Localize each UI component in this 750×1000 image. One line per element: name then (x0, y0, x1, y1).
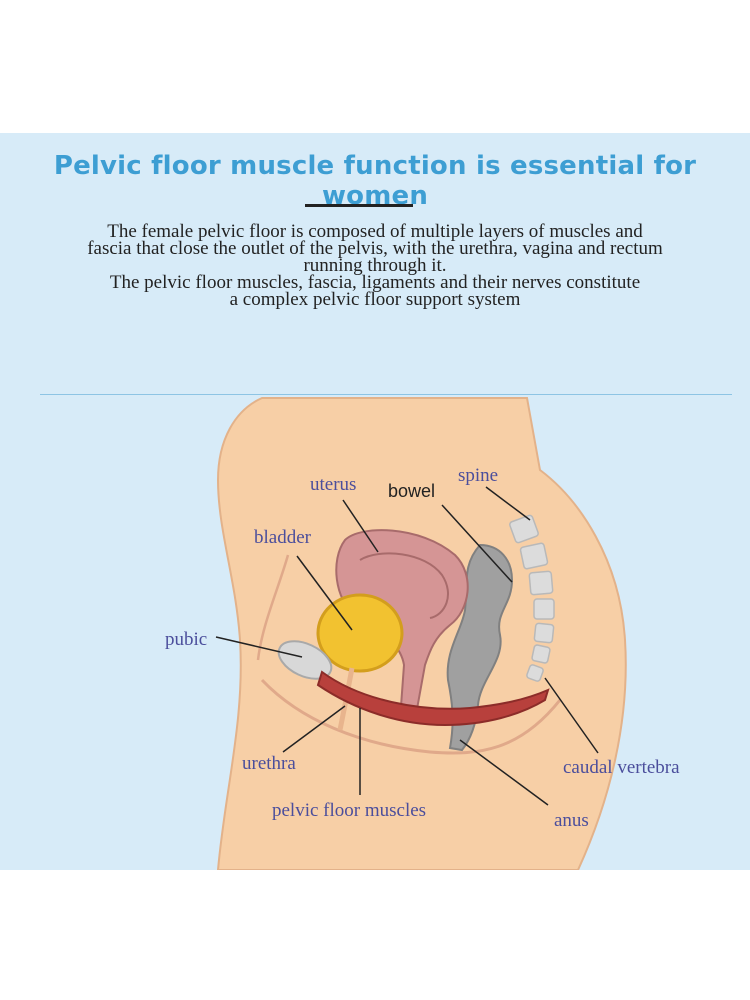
label-pubic: pubic (165, 629, 207, 650)
pelvic-floor-muscle (316, 670, 550, 727)
label-caudal-vertebra: caudal vertebra (563, 757, 680, 778)
pubic-leader (215, 636, 303, 658)
vertebra (509, 514, 539, 544)
spine-leader (485, 486, 531, 521)
vertebra (526, 664, 544, 682)
page-title: Pelvic floor muscle function is essentia… (53, 151, 697, 211)
label-spine: spine (458, 465, 498, 486)
bladder (316, 593, 404, 673)
vertebra (531, 644, 551, 664)
urethra-leader (282, 705, 346, 753)
intro-line-5: a complex pelvic floor support system (229, 289, 521, 310)
label-urethra: urethra (242, 753, 296, 774)
pelvic-cavity-outline (260, 678, 562, 755)
belly-crease (256, 554, 290, 661)
caudal-vertebra-leader (544, 677, 599, 754)
label-uterus: uterus (310, 474, 356, 495)
uterus-inner (359, 552, 449, 619)
bowel-leader (441, 504, 513, 583)
label-bowel: bowel (388, 481, 435, 501)
vertebra (533, 598, 555, 620)
leader-lines (215, 486, 599, 806)
section-divider (40, 394, 732, 395)
label-bladder: bladder (254, 527, 312, 548)
intro-line-2: fascia that close the outlet of the pelv… (87, 238, 663, 259)
anus-leader (459, 739, 549, 806)
intro-line-1: The female pelvic floor is composed of m… (107, 221, 643, 242)
bladder-leader (296, 555, 353, 631)
bowel (446, 543, 514, 752)
intro-line-3: running through it. (303, 255, 447, 276)
spine (509, 514, 555, 682)
uterus-leader (342, 499, 379, 553)
vertebra (528, 570, 554, 596)
vertebra (519, 542, 549, 570)
diagram-panel: Pelvic floor muscle function is essentia… (0, 133, 750, 870)
intro-text: The female pelvic floor is composed of m… (30, 221, 720, 310)
label-anus: anus (554, 810, 589, 831)
intro-line-4: The pelvic floor muscles, fascia, ligame… (109, 272, 641, 293)
title-underline (305, 204, 413, 207)
pelvic-anatomy-illustration: uterus bowel spine bladder pubic urethra… (165, 397, 680, 870)
vertebra (533, 622, 555, 644)
label-pelvic-floor-muscles: pelvic floor muscles (272, 800, 426, 821)
pubic-bone (277, 640, 333, 680)
